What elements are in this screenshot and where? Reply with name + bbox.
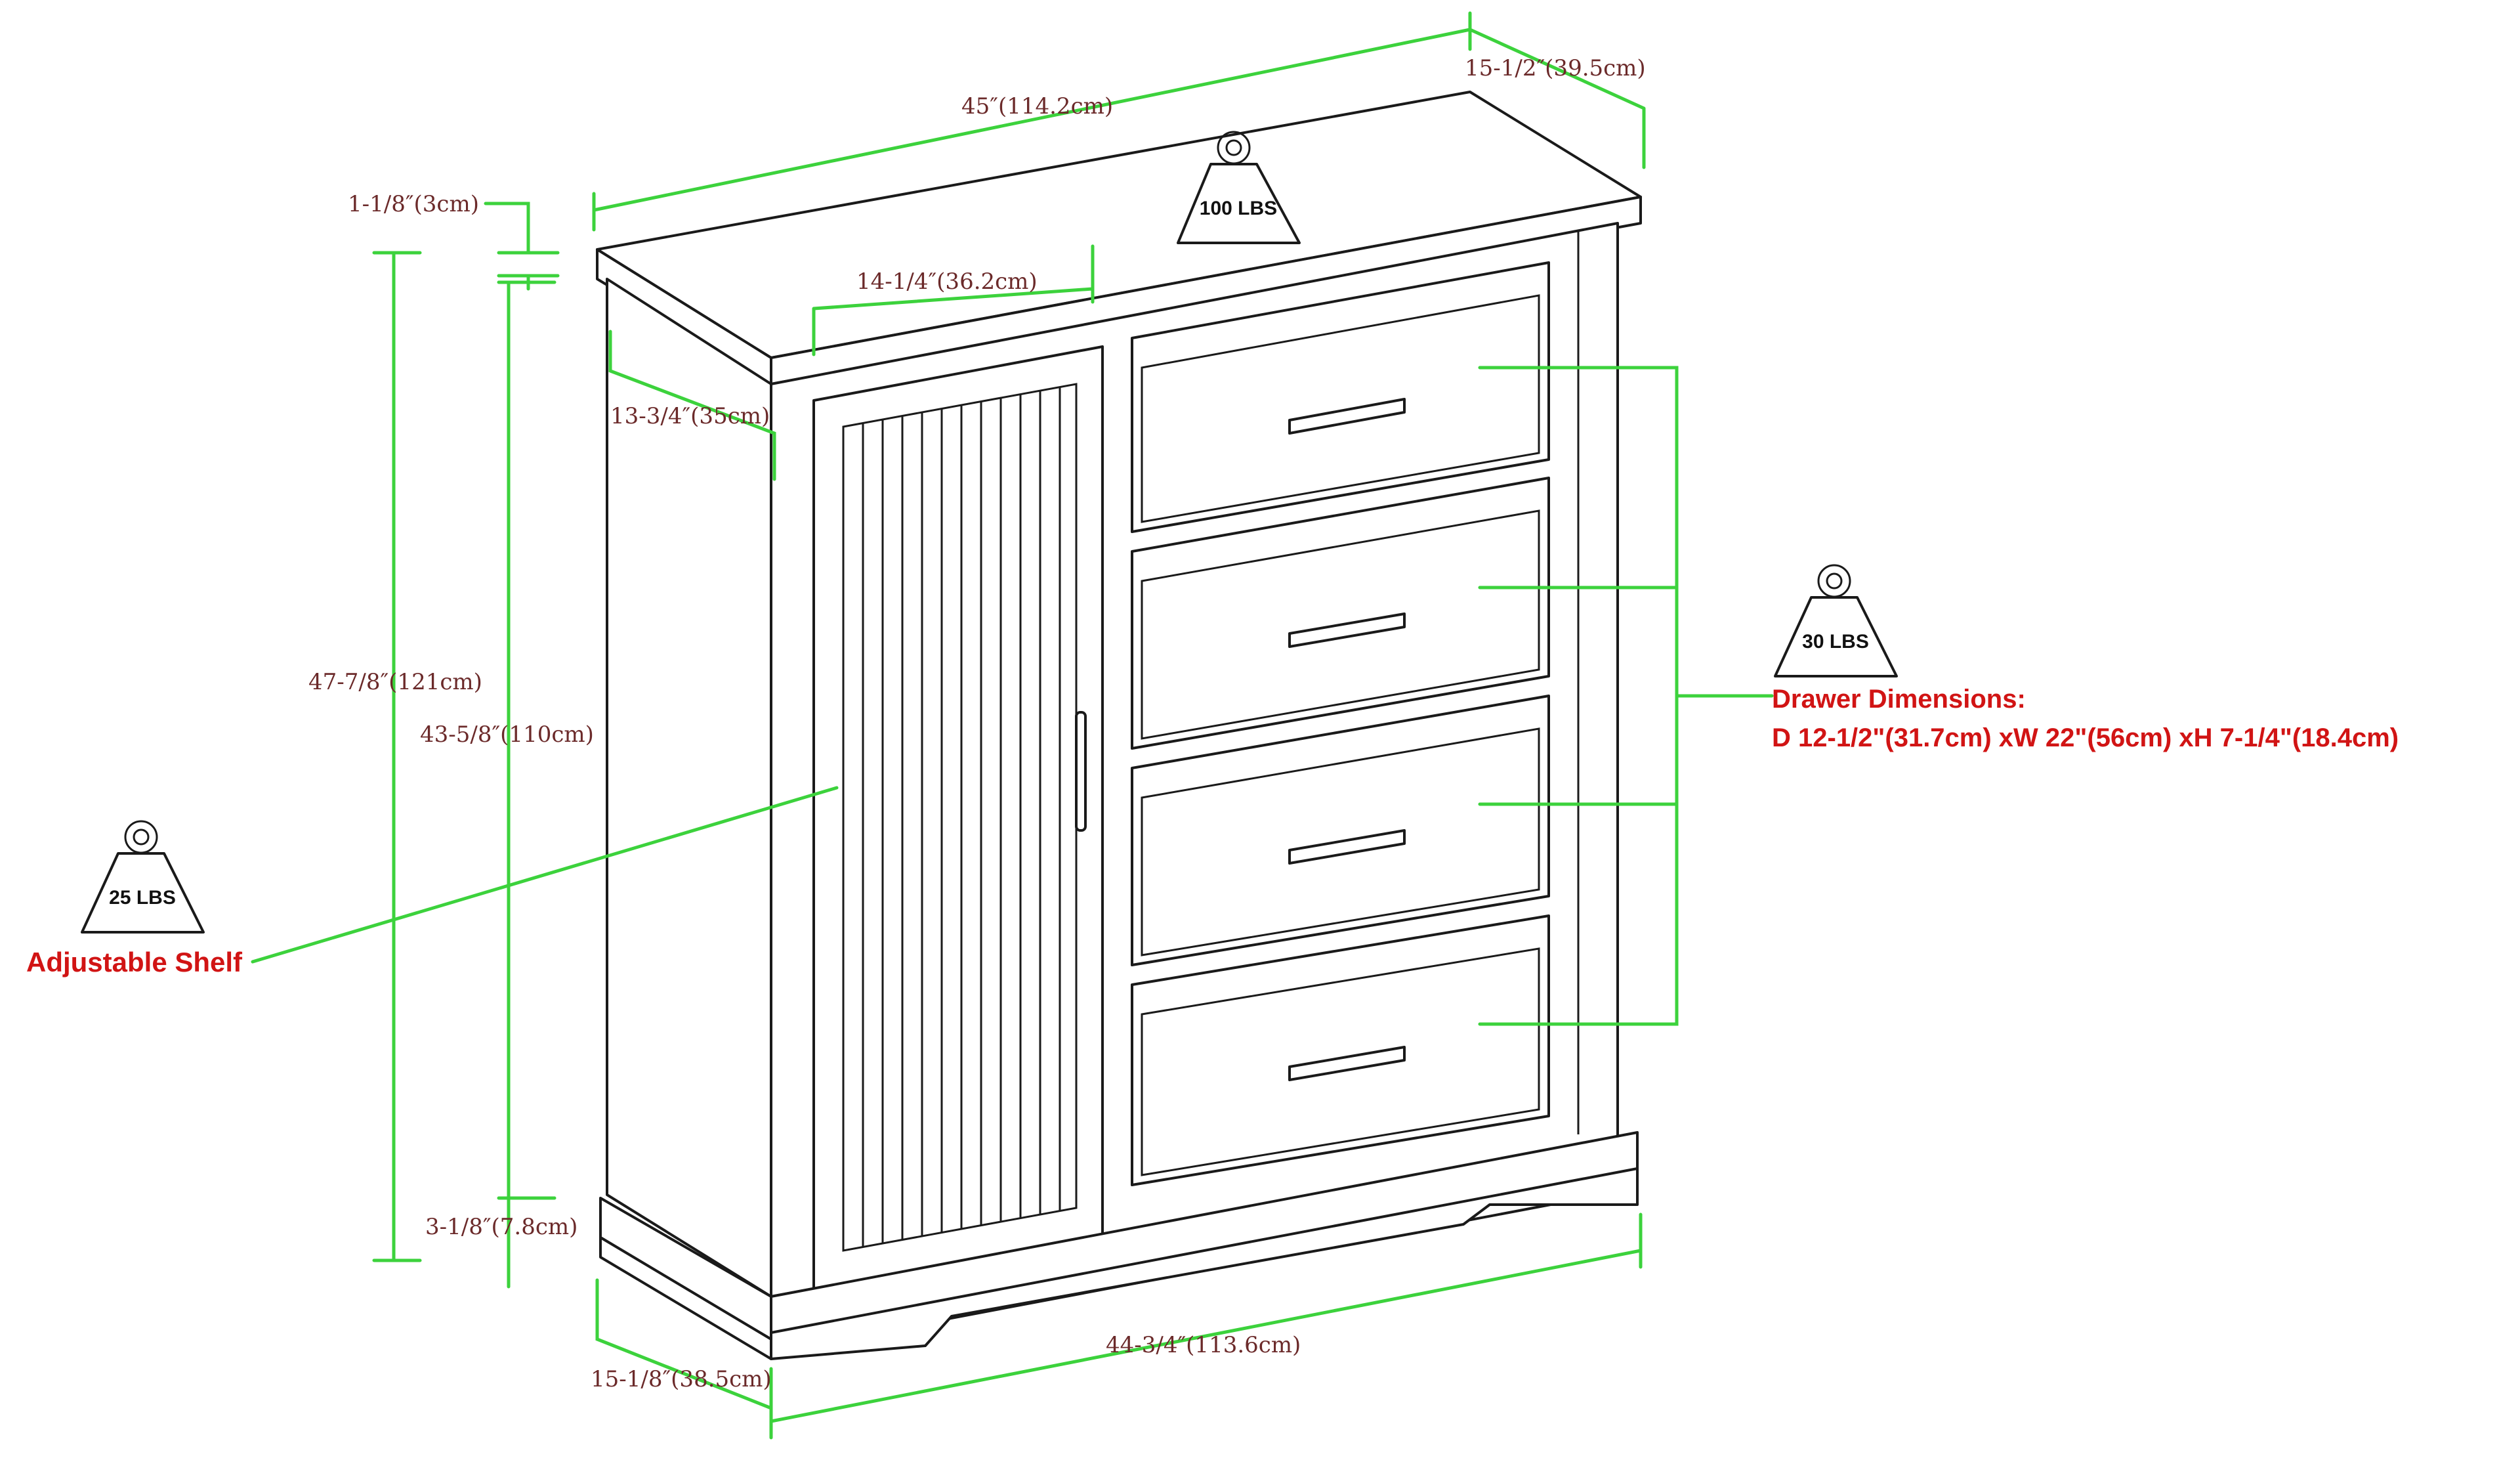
drawer-dimensions-title: Drawer Dimensions: xyxy=(1772,685,2026,714)
drawer-2 xyxy=(1131,477,1550,750)
top-slab-right-edge xyxy=(770,196,1642,385)
dresser-illustration xyxy=(596,91,1642,1360)
side-panel xyxy=(606,278,772,1298)
label-depth-top: 15-1/2″(39.5cm) xyxy=(1465,55,1646,81)
dim-line-shelf-leader xyxy=(251,786,839,964)
dim-line-width-bottom xyxy=(769,1213,1643,1423)
dim-line-base-depth xyxy=(595,1278,773,1440)
label-base-depth: 15-1/8″(38.5cm) xyxy=(591,1366,772,1392)
dim-line-inner-height xyxy=(497,280,556,1289)
drawer-1 xyxy=(1131,261,1550,533)
label-width-top: 45″(114.2cm) xyxy=(961,93,1113,119)
label-inner-height: 43-5/8″(110cm) xyxy=(420,721,594,748)
base-plinth xyxy=(770,1167,1639,1360)
door-slats xyxy=(862,387,1061,1247)
dim-line-depth-top xyxy=(1468,28,1646,169)
drawer-1-handle xyxy=(1288,398,1406,435)
weight-label-shelf: 25 LBS xyxy=(109,887,176,909)
dim-line-top-thickness xyxy=(484,202,560,291)
drawer-3 xyxy=(1131,695,1550,966)
drawer-3-handle xyxy=(1288,829,1406,865)
label-width-bottom: 44-3/4″(113.6cm) xyxy=(1106,1332,1301,1358)
dim-line-total-height xyxy=(372,251,422,1262)
drawer-dimensions-detail: D 12-1/2"(31.7cm) xW 22"(56cm) xH 7-1/4"… xyxy=(1772,723,2399,752)
base-plinth-side xyxy=(599,1236,772,1360)
label-door-width: 14-1/4″(36.2cm) xyxy=(856,268,1038,295)
label-top-thickness: 1-1/8″(3cm) xyxy=(348,191,479,217)
door-handle xyxy=(1075,711,1087,832)
dim-line-drawer-bracket xyxy=(1478,366,1774,1026)
dim-line-side-depth xyxy=(608,330,776,481)
drawer-4 xyxy=(1131,914,1550,1186)
drawer-2-handle xyxy=(1288,612,1406,648)
weight-icon-top: 100 LBS xyxy=(1177,131,1301,244)
door-inner-frame xyxy=(842,383,1078,1252)
dimension-lines xyxy=(251,11,1774,1440)
weight-icon-shelf: 25 LBS xyxy=(81,820,205,934)
dim-line-door-width xyxy=(812,244,1095,356)
weight-label-top: 100 LBS xyxy=(1200,198,1277,219)
adjustable-shelf-label: Adjustable Shelf xyxy=(26,947,243,977)
drawer-4-handle xyxy=(1288,1046,1406,1081)
weight-icon-drawers: 30 LBS xyxy=(1774,564,1898,677)
label-base-height: 3-1/8″(7.8cm) xyxy=(425,1214,578,1240)
label-total-height: 47-7/8″(121cm) xyxy=(308,669,482,695)
weight-label-drawers: 30 LBS xyxy=(1802,631,1869,653)
dimension-labels: 45″(114.2cm) 15-1/2″(39.5cm) 1-1/8″(3cm)… xyxy=(308,55,1646,1392)
label-side-depth: 13-3/4″(35cm) xyxy=(610,403,770,429)
